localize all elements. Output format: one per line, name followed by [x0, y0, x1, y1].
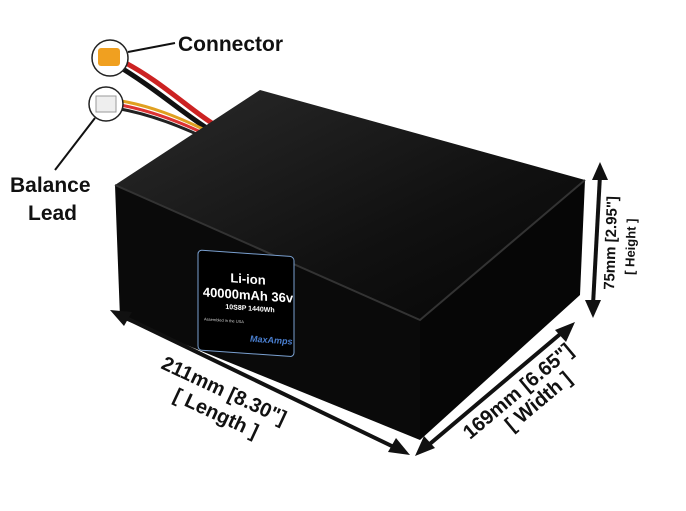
label-capacity: 40000mAh 36v	[203, 284, 294, 305]
label-origin: Assembled in the USA	[204, 316, 244, 324]
battery-label	[197, 249, 295, 357]
wires	[114, 57, 217, 140]
battery-box	[114, 90, 586, 440]
label-config: 10S8P 1440Wh	[225, 304, 274, 314]
dimension-arrows	[110, 162, 608, 456]
connector-callout: Connector	[178, 33, 283, 56]
balance-callout-line2: Lead	[28, 202, 77, 225]
height-label: [ Height ]	[622, 218, 639, 275]
height-dimension: 75mm [2.95"]	[601, 196, 621, 290]
xt-connector	[91, 39, 129, 77]
balance-callout-line1: Balance	[10, 174, 91, 197]
balance-connector	[88, 86, 124, 122]
brand-logo: MaxAmps	[250, 334, 292, 347]
label-chemistry: Li-ion	[230, 270, 265, 287]
